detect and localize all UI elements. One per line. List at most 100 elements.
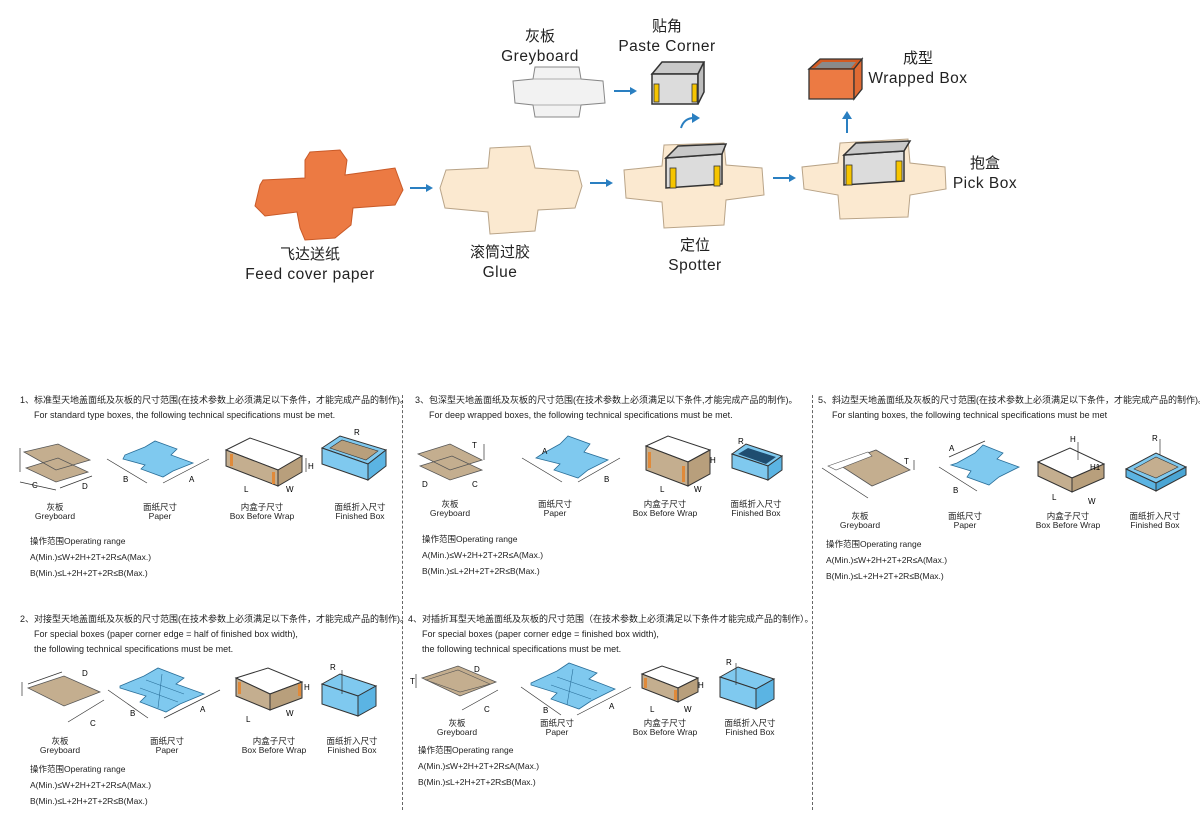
divider-right [812,395,813,810]
s5-fb-cn: 面纸折入尺寸 [1129,511,1181,521]
greyboard-top-cn: 灰板 [524,28,555,45]
s2-dim-w: W [286,709,294,718]
s3-bbw-en: Box Before Wrap [632,508,698,518]
s3-greyboard-en: Greyboard [429,508,471,518]
s3-greyboard: T D C [416,441,485,489]
divider-left [402,395,403,810]
s3-bbw-cn: 内盒子尺寸 [643,499,687,509]
s1-dim-c: C [32,481,38,490]
greyboard-top-en: Greyboard [501,47,579,65]
s2-paper: B A [107,667,221,719]
s3-op-title: 操作范围Operating range [422,534,518,544]
s4-paper: B A [520,662,632,716]
paste-corner-cn: 贴角 [651,18,682,35]
s3-dim-w: W [694,485,702,494]
s4-dim-h: H [698,681,704,690]
s3-dim-h: H [710,456,716,465]
s2-greyboard-en: Greyboard [39,745,81,755]
s4-greyboard-en: Greyboard [436,727,478,737]
s1-bbw-cn: 内盒子尺寸 [240,502,284,512]
feed-label-cn: 飞达送纸 [279,246,340,263]
s5-dim-h: H [1070,435,1076,444]
s4-dim-r: R [726,658,732,667]
flow-arrow-3 [773,174,796,182]
s3-finished-box: R [730,437,784,481]
flow-arrow-1 [410,184,433,192]
s4-dim-t: T [410,677,415,686]
s3-fb-cn: 面纸折入尺寸 [730,499,782,509]
s5-dim-l: L [1052,493,1057,502]
s5-paper: A B [938,440,1021,495]
s4-dim-c: C [484,705,490,714]
section-1-title: 1、标准型天地盖面纸及灰板的尺寸范围(在技术参数上必须满足以下条件，才能完成产品… [20,395,410,405]
s4-finished-box: R [718,658,776,710]
s2-paper-en: Paper [155,745,179,755]
spotter-label: 定位 Spotter [650,237,740,275]
s2-formula-a: A(Min.)≤W+2H+2T+2R≤A(Max.) [30,780,152,790]
section-5-header: 5、斜边型天地盖面纸及灰板的尺寸范围(在技术参数上必须满足以下条件，才能完成产品… [818,393,1200,423]
section-5-sub: For slanting boxes, the following techni… [832,410,1108,420]
pick-box-en: Pick Box [952,174,1018,192]
s1-dim-a: A [189,475,195,484]
spotter-label-en: Spotter [668,256,722,274]
s2-fb-en: Finished Box [327,745,377,755]
curved-arrow-up [680,113,700,129]
s2-box-before-wrap: H L W [234,667,310,724]
s1-formula-a: A(Min.)≤W+2H+2T+2R≤A(Max.) [30,552,152,562]
s3-fb-en: Finished Box [731,508,781,518]
s1-greyboard-cn: 灰板 [46,502,64,512]
wrapped-box-en: Wrapped Box [868,69,968,87]
s4-paper-cn: 面纸尺寸 [539,718,574,728]
s3-dim-a: A [542,447,548,456]
s2-fb-cn: 面纸折入尺寸 [326,736,378,746]
s2-operating-range: 操作范围Operating range A(Min.)≤W+2H+2T+2R≤A… [30,761,151,809]
s4-fb-cn: 面纸折入尺寸 [724,718,776,728]
s5-dim-t: T [904,457,909,466]
s5-formula-a: A(Min.)≤W+2H+2T+2R≤A(Max.) [826,555,948,565]
s1-dim-r: R [354,428,360,437]
s3-paper-cn: 面纸尺寸 [537,499,572,509]
glue-label-en: Glue [482,263,518,281]
s3-paper-en: Paper [543,508,567,518]
s5-paper-en: Paper [953,520,977,530]
s1-formula-b: B(Min.)≤L+2H+2T+2R≤B(Max.) [30,568,148,578]
glue-label-cn: 滚筒过胶 [469,244,530,261]
s1-dim-h: H [308,462,314,471]
spotter-label-cn: 定位 [679,237,710,254]
s3-paper: A B [521,435,621,484]
s1-paper: B A [106,440,210,484]
flow-arrow-up [842,111,852,133]
s4-bbw-cn: 内盒子尺寸 [643,718,687,728]
s4-formula-a: A(Min.)≤W+2H+2T+2R≤A(Max.) [418,761,540,771]
s1-fb-en: Finished Box [335,511,385,521]
greyboard-top-label: 灰板 Greyboard [495,28,585,66]
pick-box-shape [801,138,947,220]
s2-greyboard-cn: 灰板 [51,736,69,746]
s5-dim-a: A [949,444,955,453]
s5-dim-h1: H1 [1090,463,1101,472]
section-2-sub-1: For special boxes (paper corner edge = h… [34,629,298,639]
s3-operating-range: 操作范围Operating range A(Min.)≤W+2H+2T+2R≤A… [422,531,543,579]
s3-dim-l: L [660,485,665,494]
section-4-sub-2: the following technical specifications m… [422,644,622,654]
s4-op-title: 操作范围Operating range [418,745,514,755]
s3-formula-a: A(Min.)≤W+2H+2T+2R≤A(Max.) [422,550,544,560]
s3-dim-t: T [472,441,477,450]
greyboard-top-shape [512,66,606,118]
section-2-sub-2: the following technical specifications m… [34,644,234,654]
feed-cover-paper-shape [254,149,404,241]
s4-dim-a: A [609,702,615,711]
s1-dim-d: D [82,482,88,491]
s5-op-title: 操作范围Operating range [826,539,922,549]
section-3-title: 3、包深型天地盖面纸及灰板的尺寸范围(在技术参数上必须满足以下条件,才能完成产品… [415,395,798,405]
